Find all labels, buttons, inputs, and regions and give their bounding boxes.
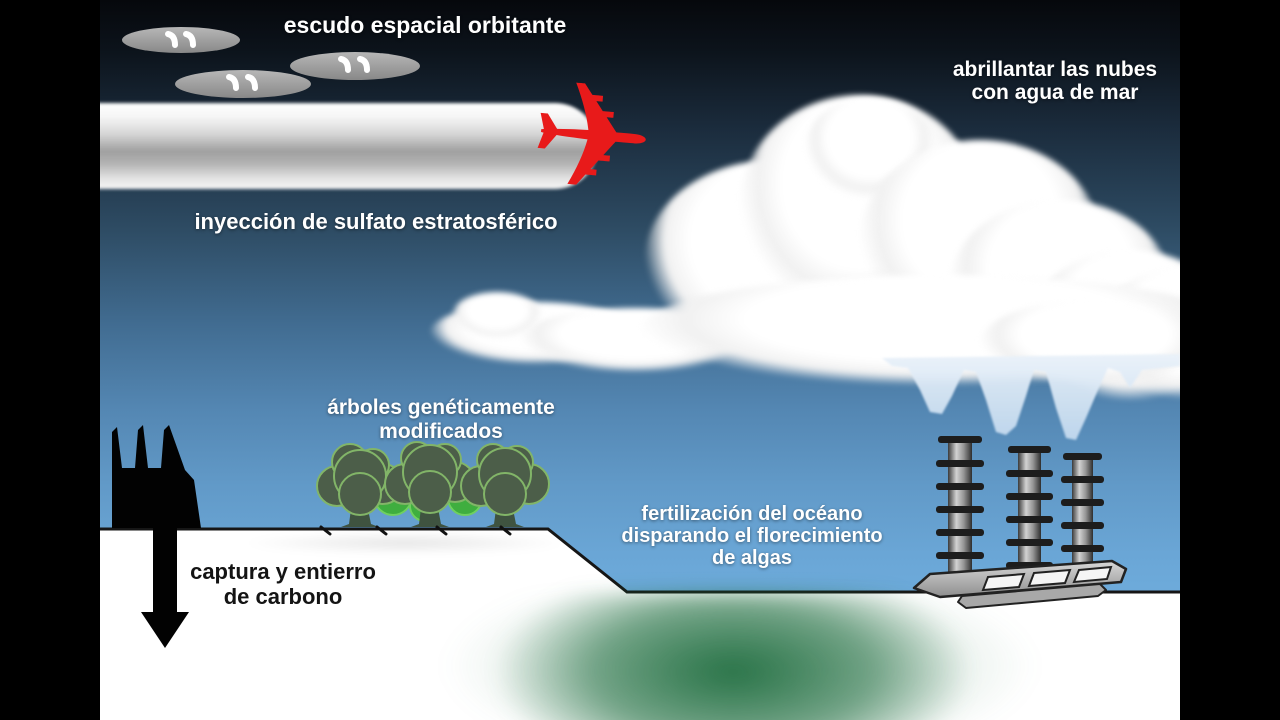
label-line: disparando el florecimiento <box>621 525 883 547</box>
label-line: modificados <box>379 420 503 443</box>
algae-bloom <box>498 592 968 720</box>
mirror-disc-icon <box>290 52 420 80</box>
label-ocean-fertilization: fertilización del océano disparando el f… <box>621 503 882 569</box>
seawater-mist-shape <box>882 354 1180 440</box>
spray-tower-icon <box>1061 453 1104 581</box>
spray-tower-icon <box>936 436 984 582</box>
label-line: con agua de mar <box>971 81 1139 104</box>
label-sulfate-injection: inyección de sulfato estratosférico <box>194 209 558 234</box>
label-cloud-brightening: abrillantar las nubes con agua de mar <box>953 58 1157 104</box>
down-arrow-icon <box>141 520 189 648</box>
mirror-disc-icon <box>175 70 311 98</box>
factory-icon <box>112 425 201 528</box>
label-line: de carbono <box>223 584 343 609</box>
letterbox-left <box>0 0 100 720</box>
label-space-shield: escudo espacial orbitante <box>283 12 567 38</box>
vessel-hull <box>912 559 1128 609</box>
letterbox-right <box>1180 0 1280 720</box>
label-line: fertilización del océano <box>641 503 863 525</box>
label-gm-trees: árboles genéticamente modificados <box>327 396 555 444</box>
mirror-disc-icon <box>122 27 240 53</box>
contrail-shape <box>100 103 598 189</box>
label-carbon-capture: captura y entierro de carbono <box>190 559 376 609</box>
ground-shadow <box>240 532 570 554</box>
label-line: árboles genéticamente <box>327 396 555 419</box>
label-line: captura y entierro <box>190 559 376 584</box>
factory-carbon-icon <box>112 425 201 648</box>
space-mirrors-icon <box>122 27 420 98</box>
spray-vessel-icon <box>912 436 1128 609</box>
scene-sky: ✈ <box>100 0 1180 720</box>
label-line: abrillantar las nubes <box>952 58 1158 81</box>
gm-trees-icon <box>316 441 550 536</box>
label-line: de algas <box>711 547 793 569</box>
